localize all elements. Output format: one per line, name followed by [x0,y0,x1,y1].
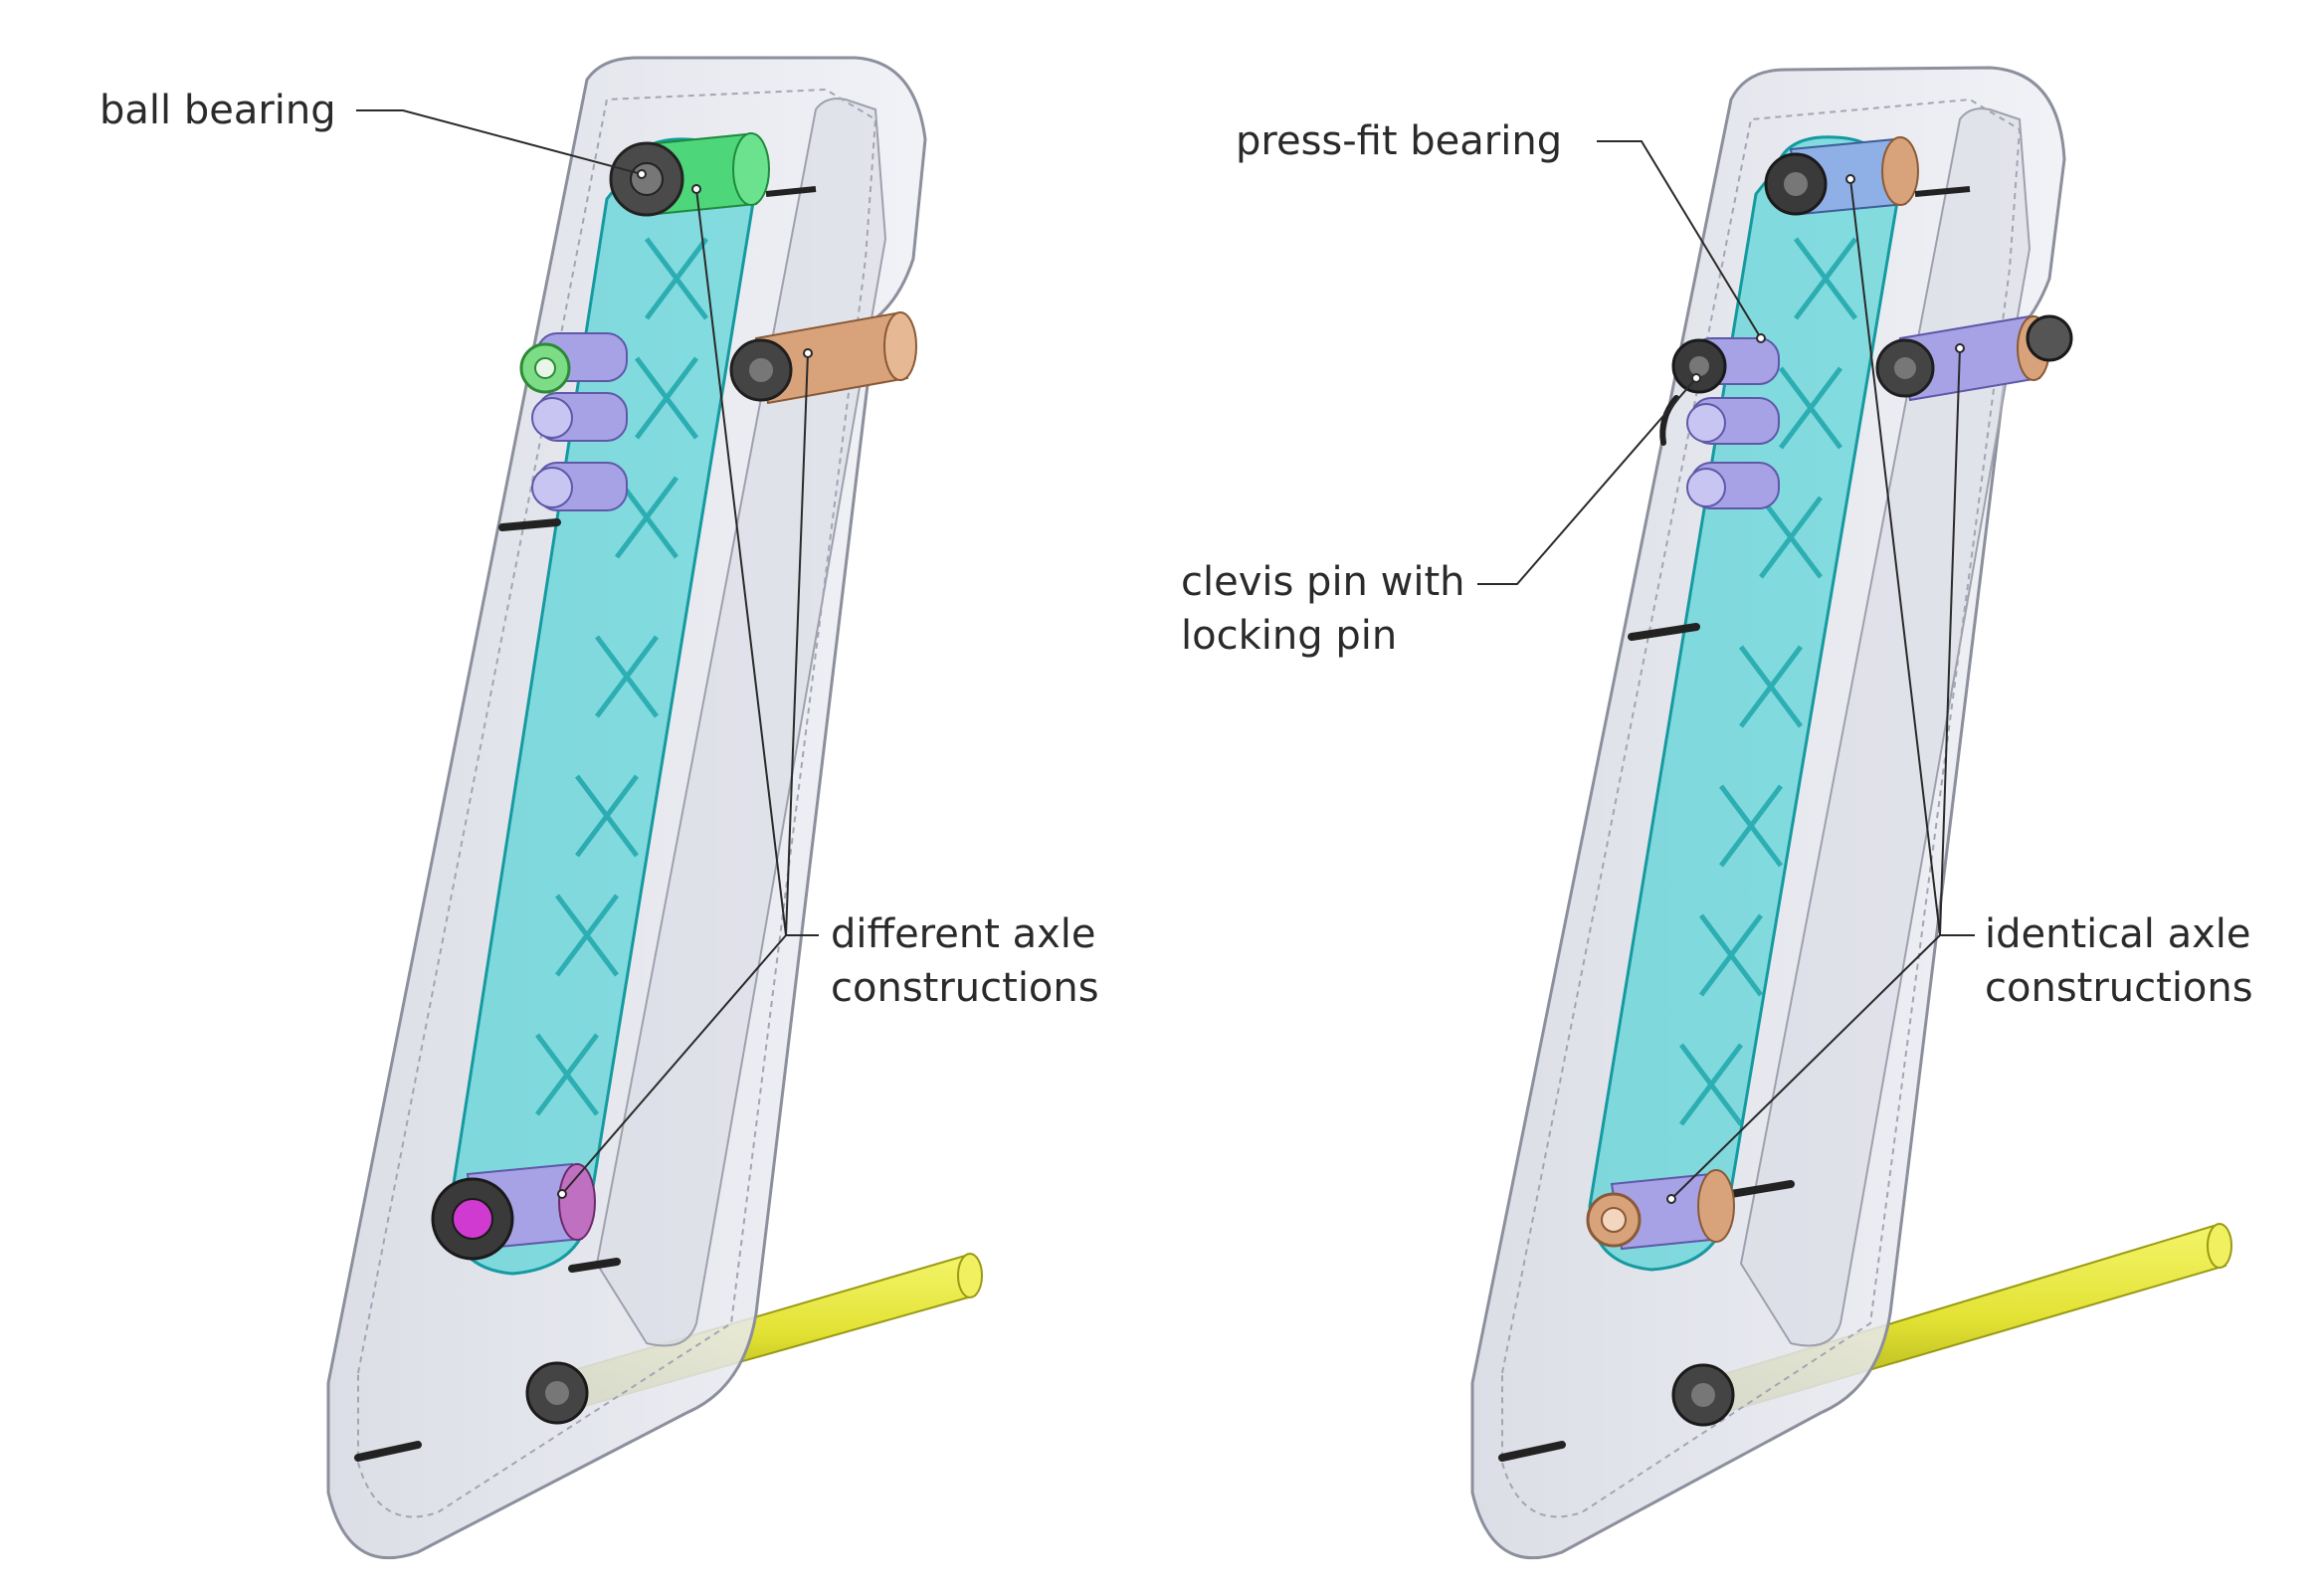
label-line: locking pin [1181,613,1398,659]
label-clevis-pin-with-locking-pin: clevis pin with locking pin [1181,555,1465,663]
label-press-fit-bearing: press-fit bearing [1236,118,1563,164]
label-ball-bearing: ball bearing [99,88,336,133]
threaded-stud-icon [354,518,621,1462]
bushing-stack [1686,337,1780,509]
hex-socket-bolt-icon [1586,1169,1735,1251]
bushing-icon [729,311,917,405]
housing-inner-rim [357,88,877,1518]
left-assembly [326,56,983,1560]
label-identical-axle-constructions: identical axle constructions [1985,907,2253,1015]
label-line: different axle [831,911,1096,957]
label-different-axle-constructions: different axle constructions [831,907,1099,1015]
label-line: constructions [1985,965,2253,1011]
arm-lattice [535,237,708,1116]
bushing-icon [1875,314,2073,402]
housing-inner-rim [1501,98,2022,1518]
bushing-stack [519,332,628,511]
label-line: identical axle [1985,911,2251,957]
arm-lattice [1679,237,1857,1126]
housing-back-plate [595,98,887,1347]
label-line: clevis pin with [1181,559,1465,605]
ball-bearing-icon [609,132,817,217]
leader-lines [356,109,1975,1204]
lower-bolt [525,1361,589,1425]
lower-bolt [1671,1363,1735,1427]
label-line: constructions [831,965,1099,1011]
clevis-pin-icon [1659,338,1727,446]
threaded-stud-icon [1498,623,1795,1462]
right-assembly [1470,66,2232,1560]
hex-socket-bolt-icon [431,1162,596,1261]
